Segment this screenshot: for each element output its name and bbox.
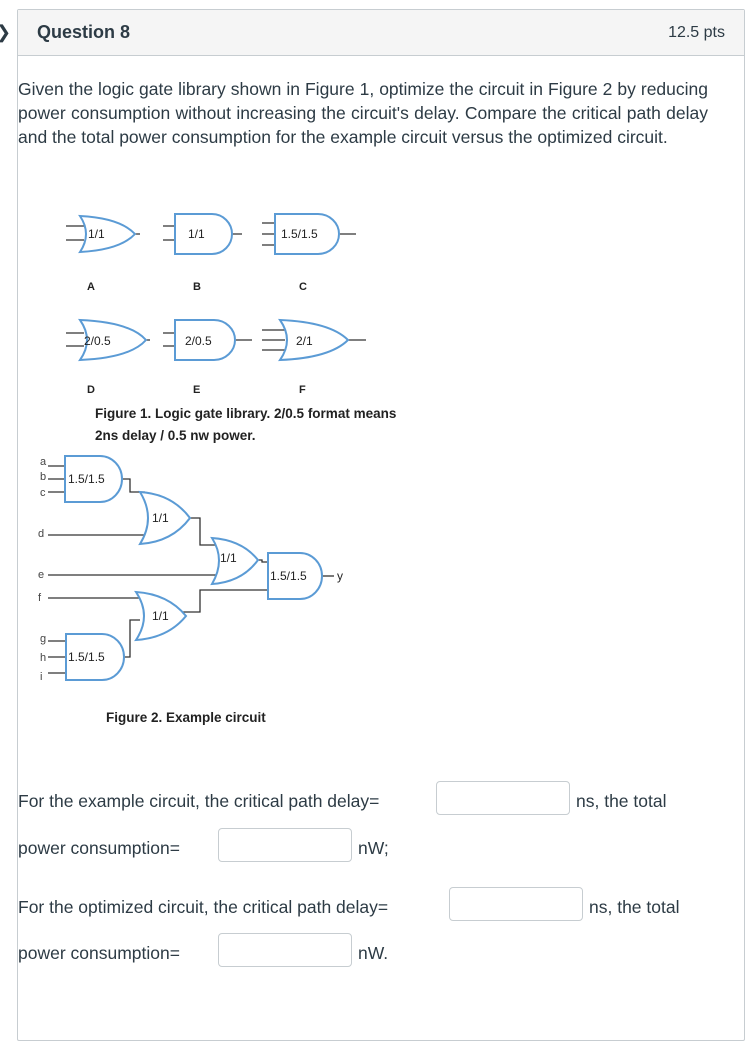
gate-label: 1/1	[188, 227, 205, 241]
example-delay-input[interactable]	[436, 781, 570, 815]
fig2-gate-6: 1.5/1.5	[65, 633, 125, 681]
gate-label: 2/0.5	[84, 334, 111, 348]
example-power-input[interactable]	[218, 828, 352, 862]
question-text: Given the logic gate library shown in Fi…	[18, 79, 708, 147]
gate-label: 1.5/1.5	[270, 569, 307, 583]
figure2-caption: Figure 2. Example circuit	[106, 710, 266, 725]
gate-letter: C	[299, 281, 307, 293]
example-power-suffix: nW;	[358, 838, 389, 858]
output-label: y	[337, 569, 343, 583]
gate-label: 1.5/1.5	[281, 227, 318, 241]
input-label: a	[40, 456, 47, 468]
fig2-gate-1: 1.5/1.5	[64, 455, 123, 503]
input-label: g	[40, 633, 46, 645]
gate-letter: A	[87, 281, 95, 293]
fig2-gate-3: 1/1	[210, 536, 260, 586]
optimized-power-suffix: nW.	[358, 943, 389, 963]
gate-label: 1/1	[88, 227, 105, 241]
gate-A: 1/1 A	[66, 214, 140, 293]
example-power-prefix: power consumption=	[18, 838, 180, 858]
gate-label: 2/0.5	[185, 334, 212, 348]
fig2-gate-5: 1/1	[134, 590, 188, 642]
gate-D: 2/0.5 D	[66, 318, 150, 396]
figure1-caption-line1: Figure 1. Logic gate library. 2/0.5 form…	[95, 406, 396, 421]
gate-letter: D	[87, 384, 95, 396]
input-label: b	[40, 471, 46, 483]
gate-letter: F	[299, 384, 306, 396]
gate-F: 2/1 F	[262, 318, 366, 396]
gate-E: 2/0.5 E	[163, 319, 252, 396]
gate-label: 1/1	[152, 511, 169, 525]
question-card: Question 8 12.5 pts	[17, 9, 745, 1041]
gate-B: 1/1 B	[163, 213, 242, 293]
optimized-delay-prefix: For the optimized circuit, the critical …	[18, 897, 389, 917]
gate-label: 2/1	[296, 334, 313, 348]
input-label: h	[40, 652, 46, 664]
input-label: c	[40, 487, 46, 499]
fig2-gate-2: 1/1	[138, 490, 192, 546]
gate-letter: B	[193, 281, 201, 293]
gate-label: 1.5/1.5	[68, 472, 105, 486]
question-title: Question 8	[37, 22, 131, 42]
example-delay-suffix: ns, the total	[576, 791, 667, 811]
gate-label: 1/1	[220, 551, 237, 565]
optimized-power-input[interactable]	[218, 933, 352, 967]
optimized-delay-input[interactable]	[449, 887, 583, 921]
figure1-caption-line2: 2ns delay / 0.5 nw power.	[95, 428, 256, 443]
gate-label: 1.5/1.5	[68, 650, 105, 664]
collapse-arrow-icon[interactable]: ❯	[0, 22, 11, 43]
optimized-delay-suffix: ns, the total	[589, 897, 680, 917]
example-delay-prefix: For the example circuit, the critical pa…	[18, 791, 380, 811]
gate-letter: E	[193, 384, 200, 396]
input-label: i	[40, 671, 42, 683]
input-label: d	[38, 528, 44, 540]
input-label: f	[38, 592, 42, 604]
fig2-gate-4: 1.5/1.5	[267, 552, 323, 600]
optimized-power-prefix: power consumption=	[18, 943, 180, 963]
gate-label: 1/1	[152, 609, 169, 623]
question-points: 12.5 pts	[668, 23, 725, 41]
input-label: e	[38, 569, 44, 581]
gate-C: 1.5/1.5 C	[262, 213, 356, 293]
question-header: Question 8 12.5 pts	[18, 10, 744, 56]
